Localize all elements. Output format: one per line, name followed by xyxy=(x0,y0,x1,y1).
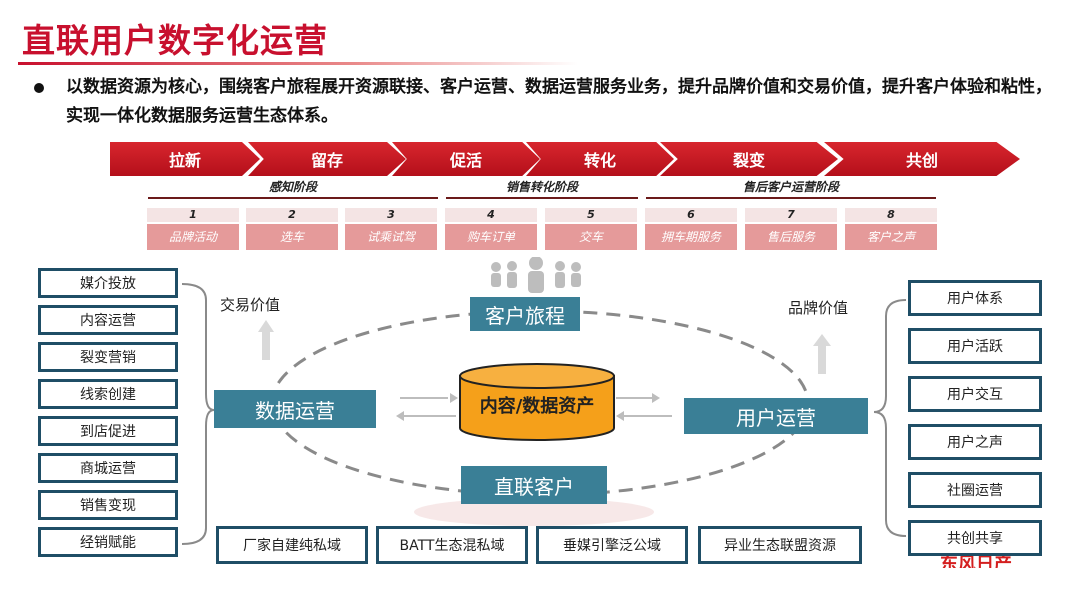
left-item: 媒介投放 xyxy=(38,268,178,298)
brand-logo: 东风日产 xyxy=(940,556,1012,568)
title-underline xyxy=(18,62,578,65)
customer-journey-box: 客户旅程 xyxy=(470,297,580,331)
intro-text: 以数据资源为核心，围绕客户旅程展开资源联接、客户运营、数据运营服务业务，提升品牌… xyxy=(66,77,1052,126)
data-operations-box: 数据运营 xyxy=(214,390,376,428)
bottom-item: 垂媒引擎泛公域 xyxy=(536,526,688,564)
bullet-icon xyxy=(34,83,44,93)
process-step: 裂变 xyxy=(660,142,838,176)
right-item: 用户之声 xyxy=(908,424,1042,460)
right-item: 用户交互 xyxy=(908,376,1042,412)
page-title: 直联用户数字化运营 xyxy=(22,21,328,60)
process-step: 促活 xyxy=(392,142,540,176)
database-cylinder-icon xyxy=(459,363,615,441)
phase-divider xyxy=(646,197,936,199)
bottom-item: 厂家自建纯私域 xyxy=(216,526,368,564)
core-asset-label: 内容/数据资产 xyxy=(479,396,595,417)
process-step: 留存 xyxy=(248,142,406,176)
right-item: 用户活跃 xyxy=(908,328,1042,364)
bottom-item: 异业生态联盟资源 xyxy=(698,526,862,564)
brand-value-label: 品牌价值 xyxy=(788,299,849,317)
phase-label: 销售转化阶段 xyxy=(505,180,578,194)
right-item: 用户体系 xyxy=(908,280,1042,316)
trade-value-label: 交易价值 xyxy=(220,296,281,314)
left-item: 商城运营 xyxy=(38,453,178,483)
direct-customer-box: 直联客户 xyxy=(461,466,607,504)
bottom-item: BATT生态混私域 xyxy=(376,526,528,564)
user-operations-box: 用户运营 xyxy=(684,398,868,434)
phase-label: 售后客户运营阶段 xyxy=(742,180,839,194)
people-icon xyxy=(491,257,581,293)
process-step: 拉新 xyxy=(110,142,260,176)
process-step: 共创 xyxy=(824,142,1020,176)
left-item: 到店促进 xyxy=(38,416,178,446)
left-item: 裂变营销 xyxy=(38,342,178,372)
phase-divider xyxy=(446,197,638,199)
left-item: 销售变现 xyxy=(38,490,178,520)
process-step: 转化 xyxy=(526,142,674,176)
phase-label: 感知阶段 xyxy=(268,180,317,194)
left-item: 线索创建 xyxy=(38,379,178,409)
right-item: 共创共享 xyxy=(908,520,1042,556)
left-item: 经销赋能 xyxy=(38,527,178,557)
phase-divider xyxy=(148,197,438,199)
right-item: 社圈运营 xyxy=(908,472,1042,508)
left-item: 内容运营 xyxy=(38,305,178,335)
